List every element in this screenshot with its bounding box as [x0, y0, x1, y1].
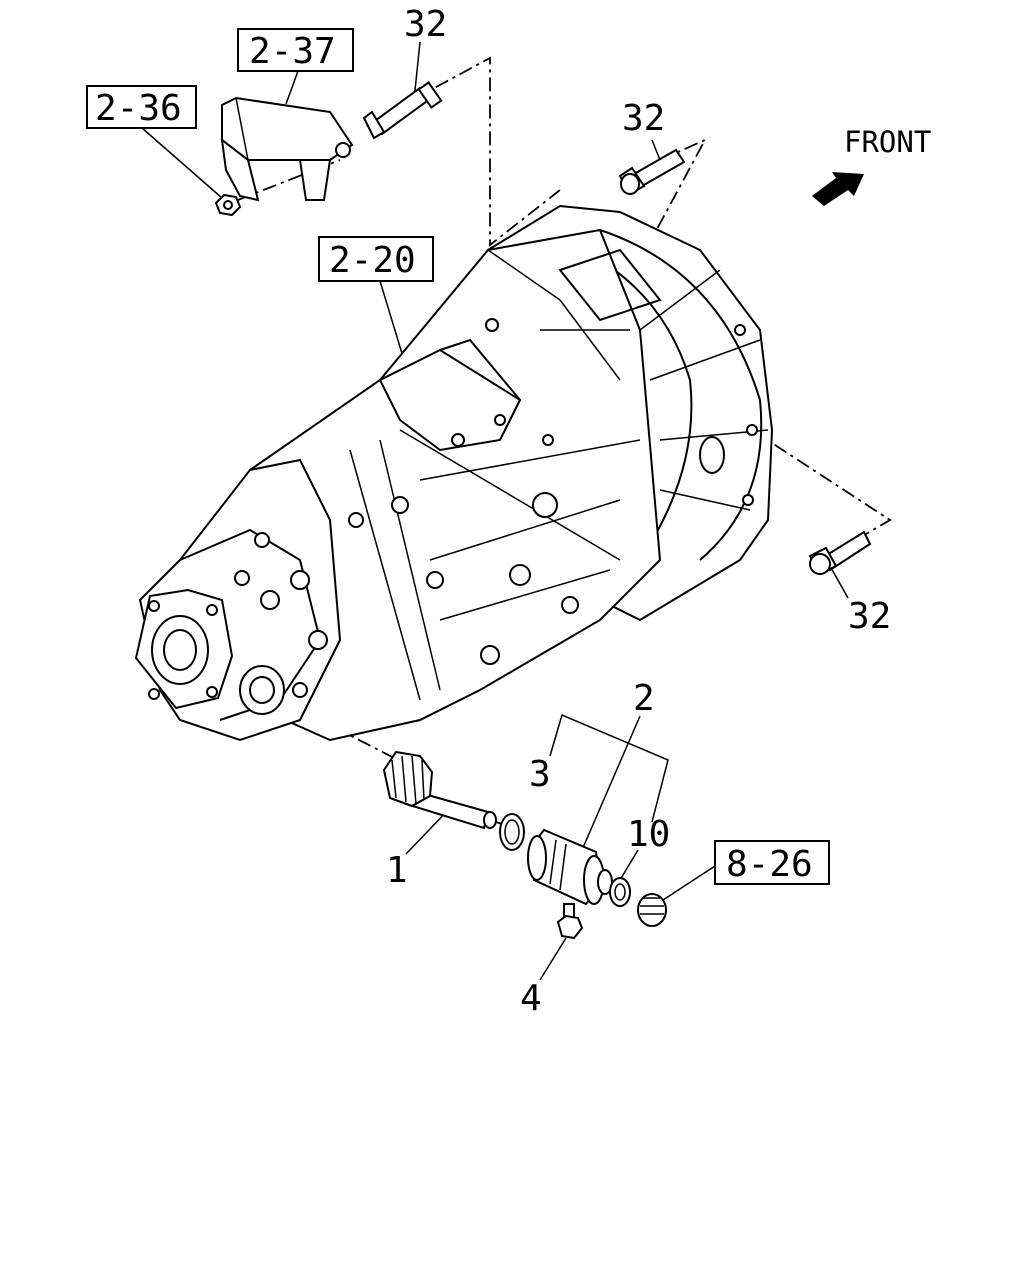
transmission-housing [134, 204, 774, 742]
bolt-32-mid [618, 148, 686, 196]
ref-box-8-26: 8-26 [714, 840, 830, 885]
ref-box-2-20: 2-20 [318, 236, 434, 282]
speedometer-driven-gear [382, 750, 497, 830]
ref-label-2-37: 2-37 [249, 31, 336, 72]
o-ring [499, 813, 525, 851]
flange-nut [214, 193, 242, 217]
ref-box-2-36: 2-36 [86, 85, 197, 129]
bolt-32-right [808, 530, 872, 576]
sleeve [527, 828, 613, 906]
ref-label-2-36: 2-36 [95, 88, 182, 129]
ref-label-2-20: 2-20 [329, 240, 416, 281]
callout-32-mid: 32 [622, 98, 665, 139]
bolt-32-top [362, 81, 443, 140]
callout-2: 2 [633, 678, 655, 719]
front-label: FRONT [844, 125, 931, 159]
leader-lines [141, 41, 849, 981]
sensor-cap [637, 893, 667, 927]
front-indicator: FRONT [812, 125, 931, 206]
ref-box-2-37: 2-37 [237, 28, 354, 72]
front-arrow-icon [812, 172, 864, 206]
callout-1: 1 [386, 850, 408, 891]
callout-4: 4 [520, 978, 542, 1019]
callout-32-right: 32 [848, 596, 891, 637]
callout-3: 3 [529, 754, 551, 795]
callout-10: 10 [627, 814, 670, 855]
lock-bolt [556, 903, 584, 940]
engine-mount-bracket [220, 96, 354, 202]
callout-32-top: 32 [404, 4, 447, 45]
ref-label-8-26: 8-26 [726, 844, 813, 885]
oil-seal [609, 877, 631, 907]
